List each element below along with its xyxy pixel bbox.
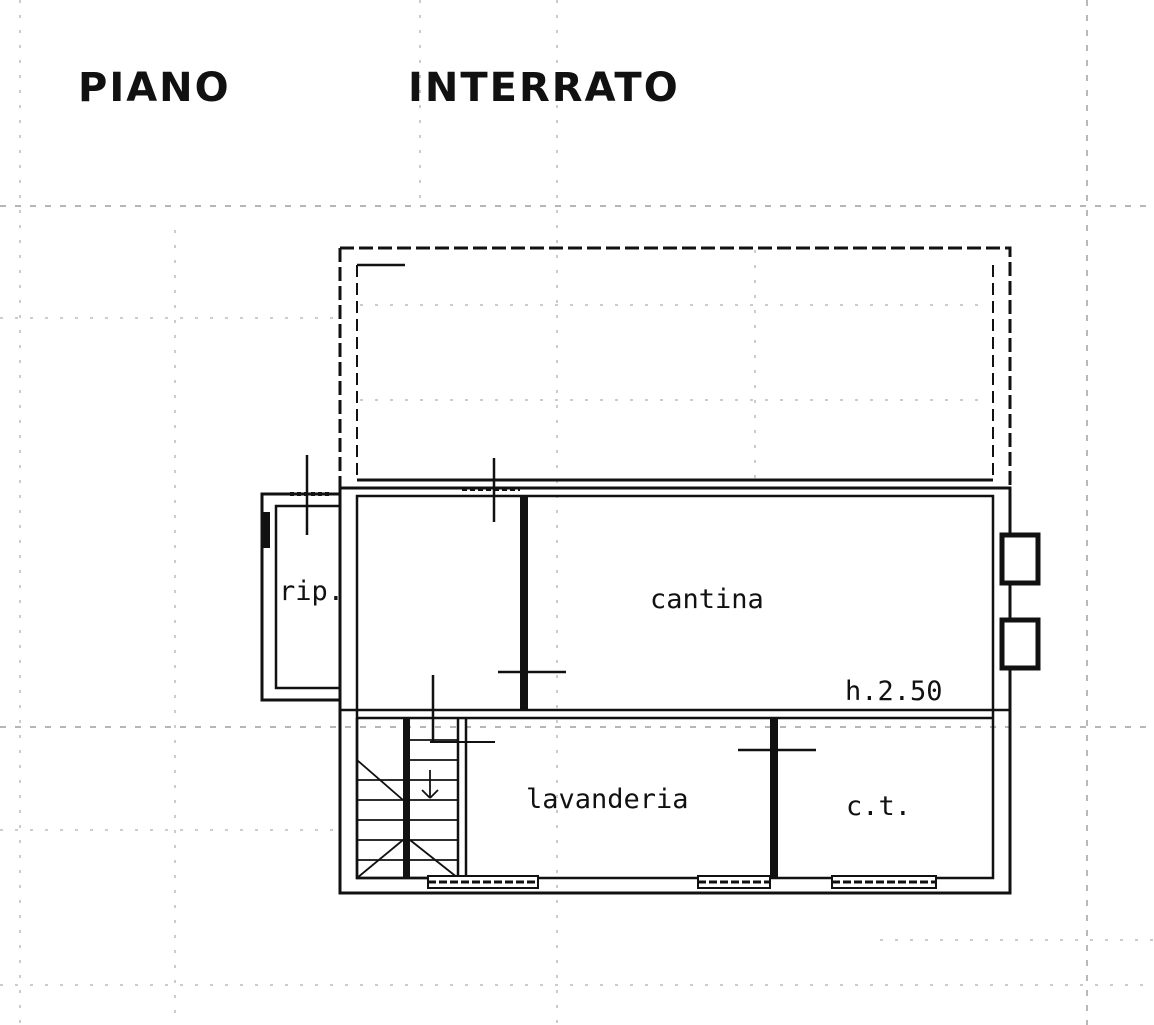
cellar-partition [520,496,528,710]
staircase [355,718,459,880]
building-walls [338,486,1012,895]
title-word-piano: PIANO [78,65,231,111]
light-wells [999,532,1041,671]
plan-title: PIANO INTERRATO [78,65,680,111]
room-label-boiler: c.t. [846,791,911,822]
upper-dashed-area [338,246,1012,488]
ceiling-height-label: h.2.50 [845,676,943,707]
room-label-cellar: cantina [650,584,764,615]
room-label-laundry: lavanderia [526,784,689,815]
title-word-interrato: INTERRATO [408,65,680,111]
room-label-storage: rip. [279,576,344,607]
storage-annex [260,455,340,702]
door-symbols [430,458,816,752]
laundry-ct-partition [770,718,778,878]
windows [427,875,937,889]
room-labels: rip. cantina h.2.50 lavanderia c.t. [279,576,943,822]
